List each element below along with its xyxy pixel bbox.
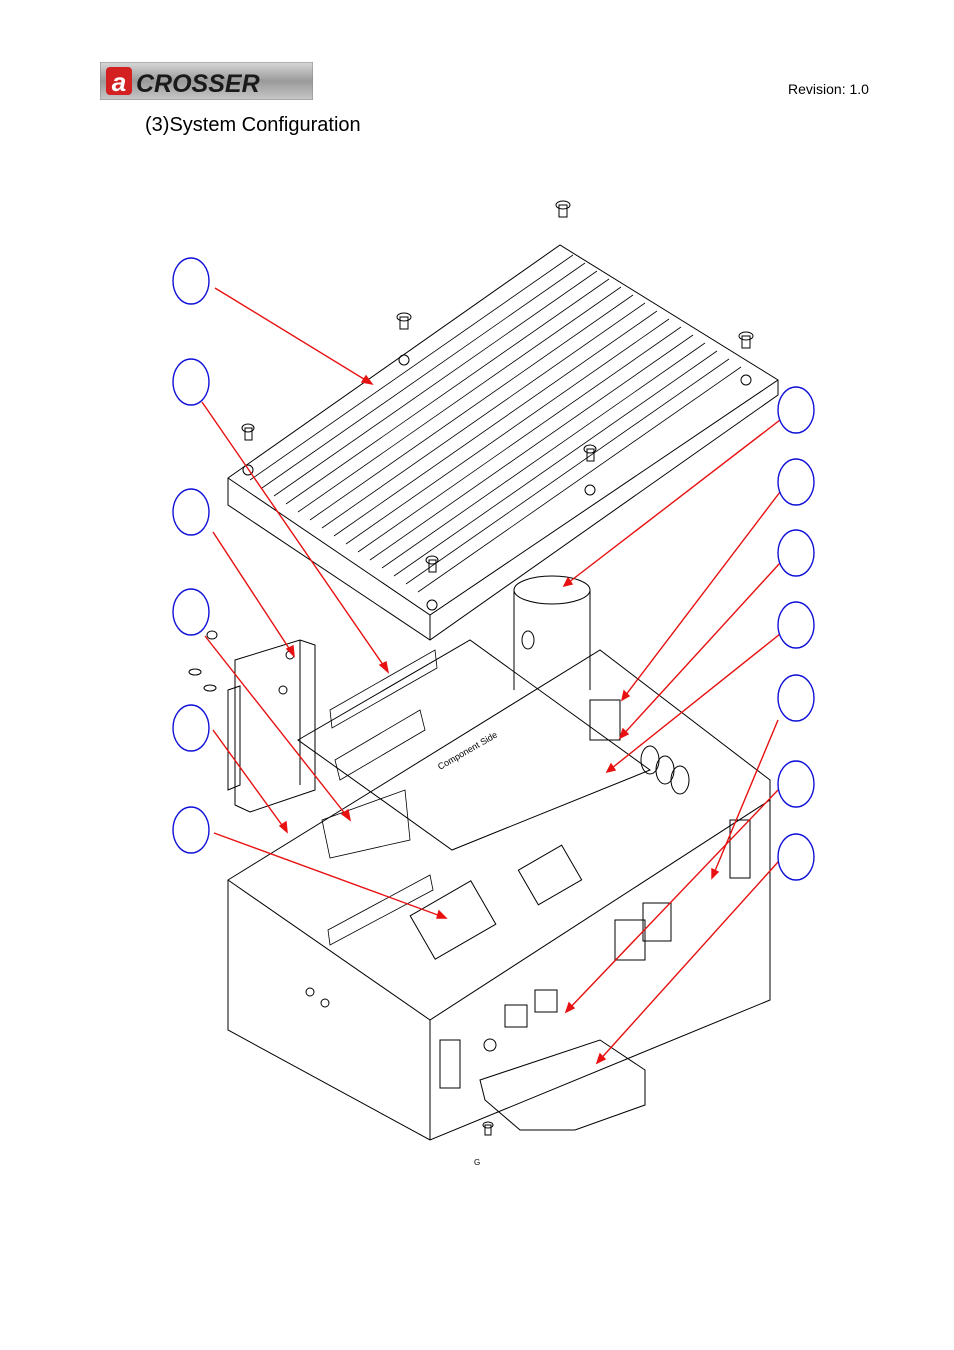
figure-note: G [474,1158,481,1167]
screw-icon [396,312,412,330]
callout-ovals [172,257,815,881]
side-bracket [227,639,316,813]
callout-oval [172,704,210,752]
callout-oval [777,529,815,577]
svg-text:CROSSER: CROSSER [136,70,260,98]
svg-text:Component Side: Component Side [436,730,499,772]
revision-label: Revision: 1.0 [788,81,869,97]
screw-icon [583,444,597,462]
screw-icon [188,630,218,692]
chassis-body [227,649,771,1141]
exploded-view-figure: Component Side [0,180,954,1180]
heatsink-cover [227,244,779,641]
screw-icon [425,555,439,573]
capacitor-icon [640,745,690,795]
acrosser-logo: a CROSSER [100,62,313,100]
acrosser-logo-mark: a CROSSER [100,62,313,100]
callout-oval [777,760,815,808]
callout-oval [172,806,210,854]
callout-oval [777,601,815,649]
standoff-cylinder [513,575,591,690]
callout-oval [172,257,210,305]
section-title: (3)System Configuration [145,114,361,136]
screw-icon [241,423,255,441]
callout-oval [777,833,815,881]
leader-arrows [201,287,781,1065]
svg-text:a: a [112,67,126,97]
screw-icon [555,200,571,218]
callout-oval [777,458,815,506]
board-plate: Component Side [297,639,652,851]
callout-oval [777,674,815,722]
callout-oval [172,358,210,406]
connector-block [321,649,438,946]
callout-oval [777,386,815,434]
bottom-plate [479,1039,646,1131]
screw-icon [482,1121,494,1136]
screw-icon [738,331,754,349]
callout-oval [172,588,210,636]
io-panel [439,819,751,1089]
callout-oval [172,488,210,536]
exploded-view-drawing: Component Side [172,200,815,1141]
